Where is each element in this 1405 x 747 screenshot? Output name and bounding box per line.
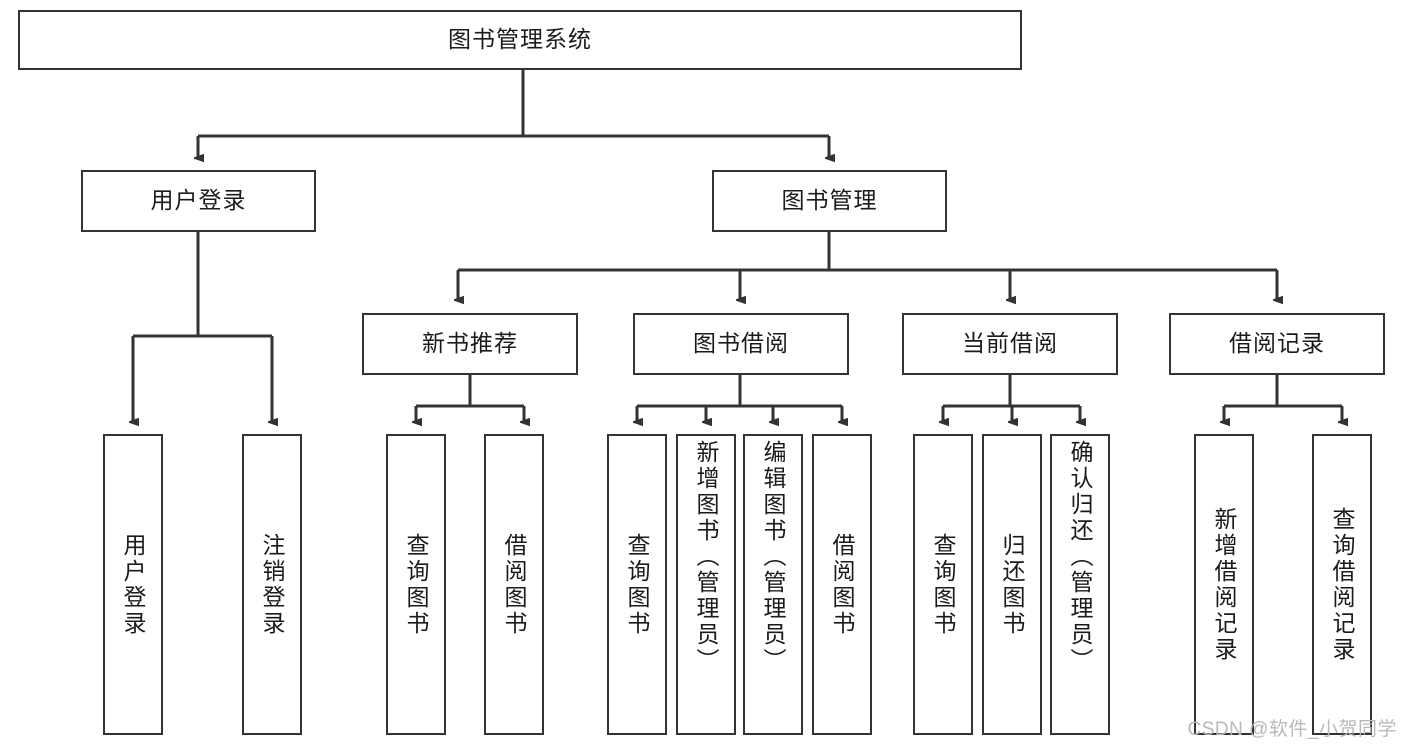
node-book-borrow[interactable]: 图书借阅 [633,313,849,375]
node-borrow-record[interactable]: 借阅记录 [1169,313,1385,375]
watermark-text: CSDN @软件_小贺同学 [1187,719,1397,740]
node-root[interactable]: 图书管理系统 [18,10,1022,70]
leaf-current-query-book[interactable]: 查询图书 [913,434,973,735]
node-user-login[interactable]: 用户登录 [81,170,316,232]
leaf-borrow-add-book-admin[interactable]: 新增图书（管理员） [676,434,736,735]
leaf-new-book-borrow[interactable]: 借阅图书 [484,434,544,735]
leaf-new-book-query[interactable]: 查询图书 [386,434,446,735]
leaf-borrow-query-book[interactable]: 查询图书 [607,434,667,735]
leaf-borrow-edit-book-admin[interactable]: 编辑图书（管理员） [743,434,803,735]
leaf-user-login-signin[interactable]: 用户登录 [103,434,163,735]
leaf-current-return-book[interactable]: 归还图书 [982,434,1042,735]
node-current-borrow[interactable]: 当前借阅 [902,313,1118,375]
node-new-book-recommend[interactable]: 新书推荐 [362,313,578,375]
leaf-record-add-record[interactable]: 新增借阅记录 [1194,434,1254,735]
leaf-borrow-borrow-book[interactable]: 借阅图书 [812,434,872,735]
leaf-record-query-record[interactable]: 查询借阅记录 [1312,434,1372,735]
node-book-management[interactable]: 图书管理 [712,170,947,232]
leaf-user-login-signout[interactable]: 注销登录 [242,434,302,735]
leaf-current-confirm-return-admin[interactable]: 确认归还（管理员） [1050,434,1110,735]
